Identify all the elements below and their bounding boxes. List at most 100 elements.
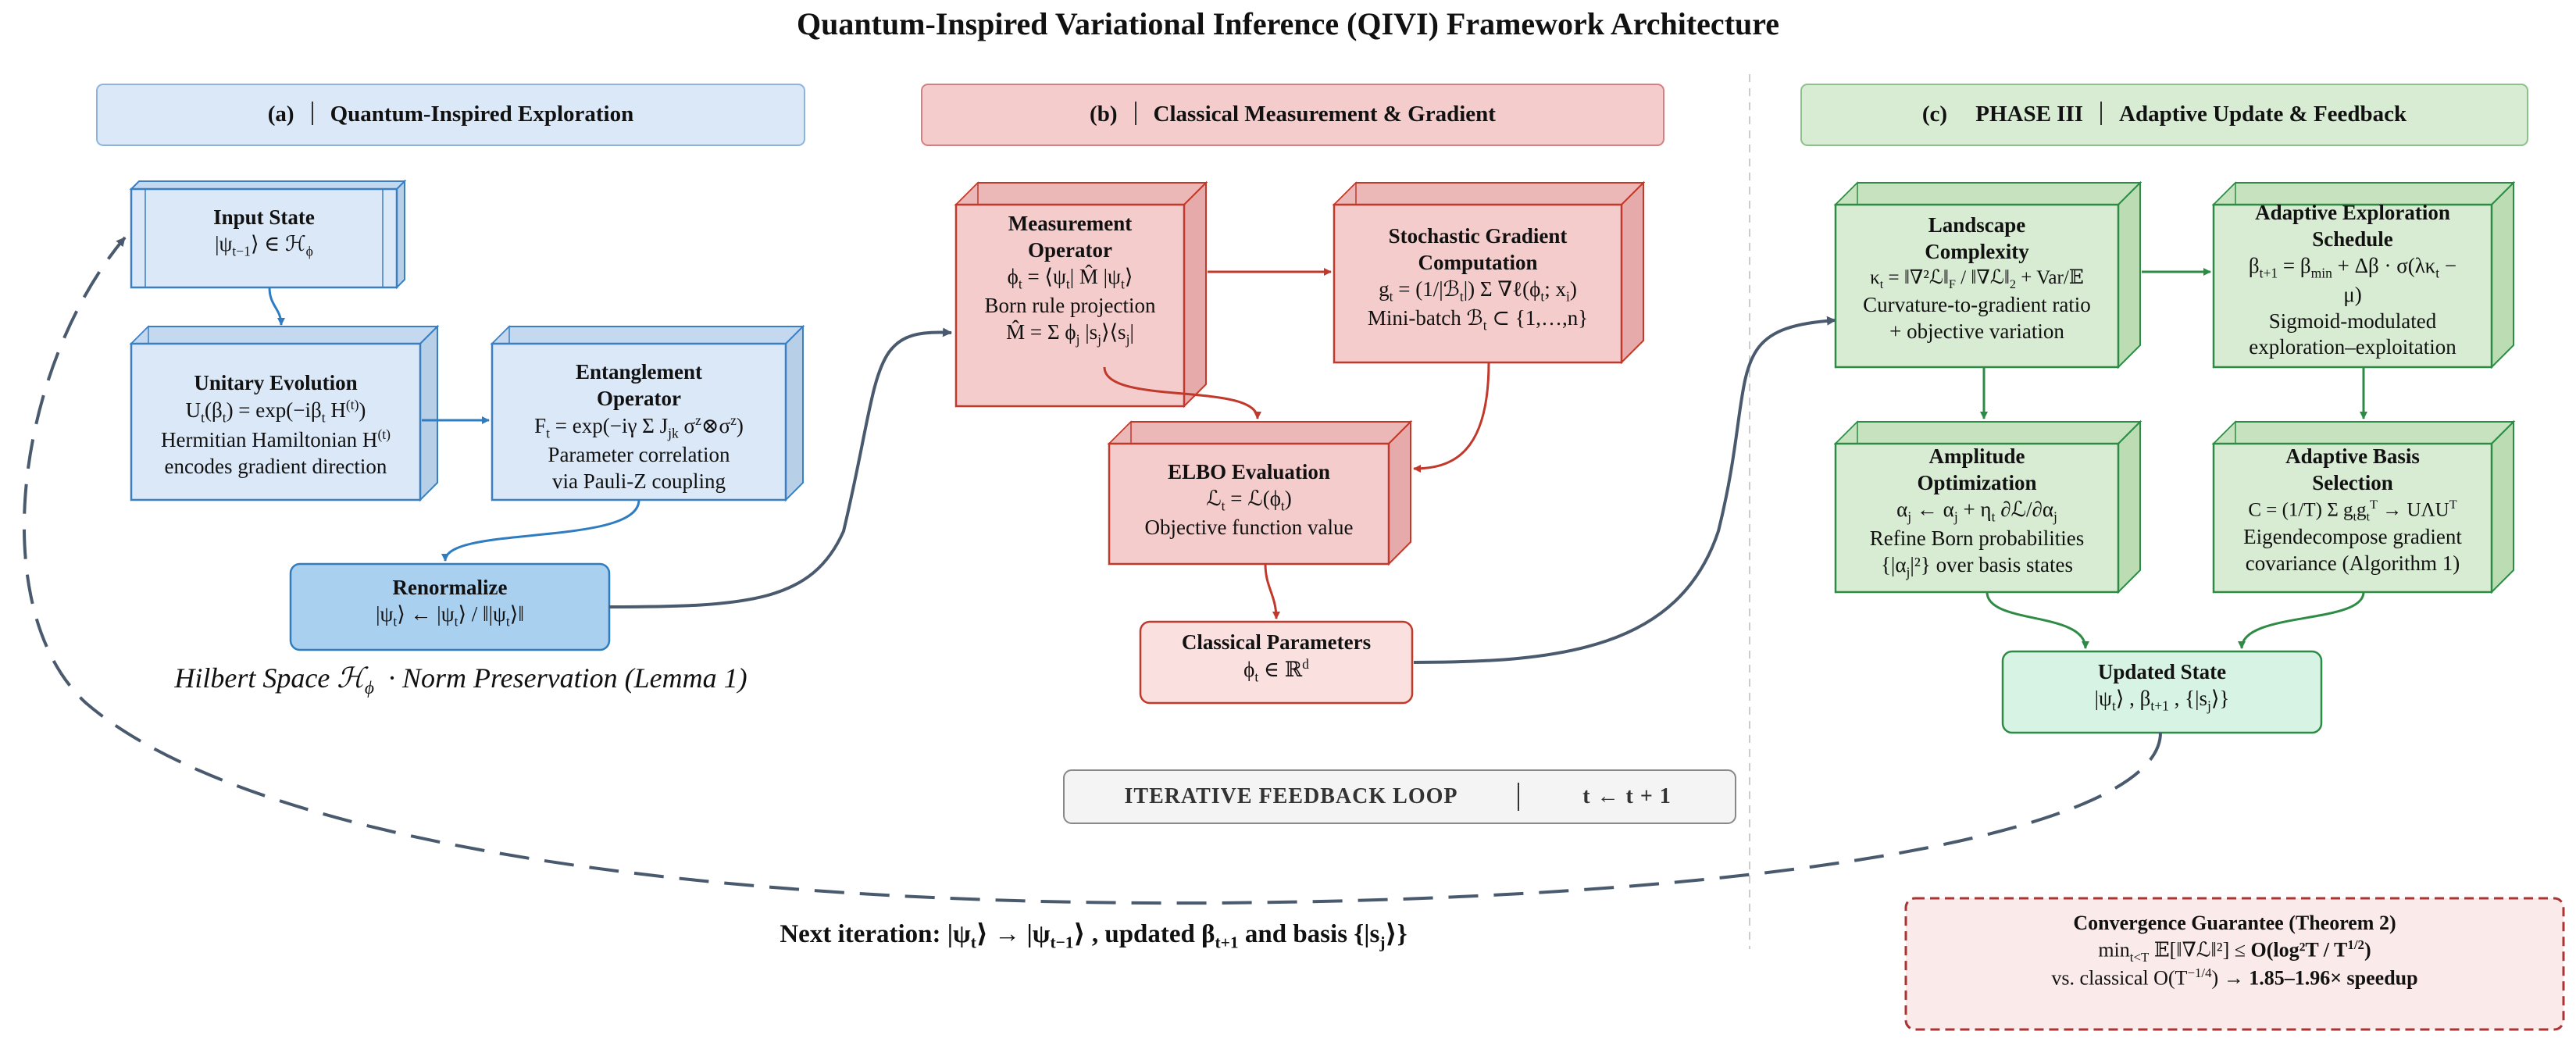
updated-state-text: Updated State |ψt⟩ , βt+1 , {|sj⟩} xyxy=(2003,659,2321,715)
arrow-params-to-landscape xyxy=(1413,316,1836,664)
entanglement-formula: Ft = exp(−iγ Σ Jjk σz⊗σz) xyxy=(534,412,744,441)
box-adaptive-basis xyxy=(2211,419,2516,594)
basis-title-1: Adaptive Basis xyxy=(2285,444,2420,468)
elbo-desc: Objective function value xyxy=(1144,516,1354,540)
section-c-header xyxy=(1800,84,2528,146)
amplitude-desc-2: {|αj|²} over basis states xyxy=(1880,552,2074,580)
convergence-line-2: vs. classical O(T−1/4) → 1.85–1.96× spee… xyxy=(2051,965,2418,990)
basis-formula: C = (1/T) Σ gtgtT → UΛUT xyxy=(2248,497,2457,523)
entanglement-title-1: Entanglement xyxy=(576,360,702,384)
arrow-feedback-loop xyxy=(23,236,2162,905)
basis-text: Adaptive Basis Selection C = (1/T) Σ gtg… xyxy=(2214,444,2492,577)
landscape-title-1: Landscape xyxy=(1928,213,2026,237)
section-b-tag: (b) xyxy=(1090,102,1118,127)
elbo-formula: ℒt = ℒ(ϕt) xyxy=(1206,486,1292,514)
renormalize-formula: |ψt⟩ ← |ψt⟩ / ‖|ψt⟩‖ xyxy=(376,601,524,630)
arrow-basis-to-updated xyxy=(2238,591,2365,649)
sgd-formula: gt = (1/|ℬt|) Σ ∇ℓ(ϕt; xi) xyxy=(1379,277,1577,304)
sgd-minibatch: Mini-batch ℬt ⊂ {1,…,n} xyxy=(1367,305,1589,334)
sgd-text: Stochastic Gradient Computation gt = (1/… xyxy=(1334,223,1622,334)
landscape-desc-1: Curvature-to-gradient ratio xyxy=(1863,292,2091,316)
classical-params-title: Classical Parameters xyxy=(1181,630,1372,654)
exploration-desc-1: Sigmoid-modulated xyxy=(2268,309,2437,333)
arrow-renormalize-to-measurement xyxy=(608,327,952,608)
entanglement-text: Entanglement Operator Ft = exp(−iγ Σ Jjk… xyxy=(492,359,786,494)
box-unitary-evolution xyxy=(129,324,440,502)
exploration-title-1: Adaptive Exploration xyxy=(2255,201,2450,224)
entanglement-title-2: Operator xyxy=(597,386,681,410)
box-classical-parameters xyxy=(1139,620,1414,705)
section-b-label: Classical Measurement & Gradient xyxy=(1153,102,1496,127)
arrow-amplitude-to-updated xyxy=(1986,591,2089,649)
measurement-title-2: Operator xyxy=(1028,237,1112,262)
unitary-desc-2: encodes gradient direction xyxy=(164,454,387,478)
amplitude-formula: αj ← αj + ηt ∂ℒ/∂αj xyxy=(1896,497,2057,524)
loop-label-right: t ← t + 1 xyxy=(1582,784,1672,808)
basis-title-2: Selection xyxy=(2312,470,2393,494)
classical-params-text: Classical Parameters ϕt ∈ ℝd xyxy=(1140,630,1412,686)
section-c-label: Adaptive Update & Feedback xyxy=(2119,102,2407,127)
exploration-formula: βt+1 = βmin + Δβ · σ(λκt − xyxy=(2248,253,2457,280)
arrow-measurement-to-elbo xyxy=(1103,366,1261,419)
exploration-formula-2: μ) xyxy=(2343,282,2362,306)
convergence-title: Convergence Guarantee (Theorem 2) xyxy=(2073,912,2396,934)
box-input-state xyxy=(129,179,407,290)
section-c-header-text: (c) PHASE III Adaptive Update & Feedback xyxy=(1801,100,2528,128)
updated-state-title: Updated State xyxy=(2097,660,2227,683)
basis-desc-1: Eigendecompose gradient xyxy=(2243,525,2462,549)
arrow-sgd-to-elbo xyxy=(1413,362,1490,473)
section-a-separator xyxy=(311,102,313,125)
classical-params-formula: ϕt ∈ ℝd xyxy=(1243,655,1309,685)
arrow-elbo-to-params xyxy=(1264,563,1280,619)
elbo-text: ELBO Evaluation ℒt = ℒ(ϕt) Objective fun… xyxy=(1109,459,1389,541)
updated-state-formula: |ψt⟩ , βt+1 , {|sj⟩} xyxy=(2094,686,2230,714)
loop-label-left: ITERATIVE FEEDBACK LOOP xyxy=(1124,784,1458,808)
hilbert-footnote: Hilbert Space ℋϕ · Norm Preservation (Le… xyxy=(174,662,747,699)
page-title: Quantum-Inspired Variational Inference (… xyxy=(796,6,1780,41)
section-a-header xyxy=(96,84,805,146)
section-b-separator xyxy=(1134,102,1136,125)
measurement-desc: Born rule projection xyxy=(984,293,1156,317)
section-c-tag: (c) xyxy=(1921,102,1947,127)
measurement-formula: ϕt = ⟨ψt| M̂ |ψt⟩ xyxy=(1007,264,1133,291)
exploration-title-2: Schedule xyxy=(2312,227,2393,251)
box-elbo-evaluation xyxy=(1107,419,1413,566)
sgd-title-2: Computation xyxy=(1418,250,1538,274)
section-c-separator xyxy=(2100,102,2103,125)
exploration-text: Adaptive Exploration Schedule βt+1 = βmi… xyxy=(2214,200,2492,361)
measurement-projector: M̂ = Σ ϕj |sj⟩⟨sj| xyxy=(1006,319,1134,347)
amplitude-desc-1: Refine Born probabilities xyxy=(1869,526,2085,550)
box-stochastic-gradient xyxy=(1332,180,1646,365)
unitary-formula: Ut(βt) = exp(−iβt H(t)) xyxy=(185,396,366,426)
input-state-text: Input State |ψt−1⟩ ∈ ℋϕ xyxy=(131,205,397,260)
unitary-text: Unitary Evolution Ut(βt) = exp(−iβt H(t)… xyxy=(131,370,420,480)
section-b-header xyxy=(921,84,1664,146)
entanglement-desc-2: via Pauli-Z coupling xyxy=(552,469,726,493)
measurement-title-1: Measurement xyxy=(1008,212,1133,235)
amplitude-title-1: Amplitude xyxy=(1928,444,2025,468)
section-a-label: Quantum-Inspired Exploration xyxy=(330,102,634,127)
box-adaptive-exploration xyxy=(2211,180,2516,369)
convergence-text: Convergence Guarantee (Theorem 2) mint<T… xyxy=(1906,911,2564,992)
landscape-desc-2: + objective variation xyxy=(1889,319,2064,343)
convergence-line-1: mint<T 𝔼[‖∇ℒ‖²] ≤ O(log²T / T1/2) xyxy=(2098,937,2371,965)
arrow-input-to-unitary xyxy=(268,287,285,326)
section-c-phase: PHASE III xyxy=(1975,102,2084,127)
section-b-header-text: (b) Classical Measurement & Gradient xyxy=(922,100,1664,128)
landscape-text: Landscape Complexity κt = ‖∇²ℒ‖F / ‖∇ℒ‖2… xyxy=(1836,212,2118,344)
arrow-entanglement-to-renormalize xyxy=(441,499,640,562)
exploration-desc-2: exploration–exploitation xyxy=(2249,335,2456,359)
next-iteration-text: Next iteration: |ψt⟩ → |ψt−1⟩ , updated … xyxy=(780,920,1408,952)
input-state-title: Input State xyxy=(213,205,315,229)
elbo-title: ELBO Evaluation xyxy=(1168,460,1330,484)
box-landscape-complexity xyxy=(1833,180,2143,369)
section-a-header-text: (a)Quantum-Inspired Exploration xyxy=(97,100,805,128)
box-entanglement-operator xyxy=(490,324,805,502)
renormalize-text: Renormalize |ψt⟩ ← |ψt⟩ / ‖|ψt⟩‖ xyxy=(291,575,609,630)
input-state-line: |ψt−1⟩ ∈ ℋϕ xyxy=(215,231,313,259)
iterative-loop-badge xyxy=(1063,769,1736,824)
unitary-title: Unitary Evolution xyxy=(194,371,358,394)
renormalize-title: Renormalize xyxy=(392,576,508,599)
measurement-text: Measurement Operator ϕt = ⟨ψt| M̂ |ψt⟩ B… xyxy=(956,211,1184,348)
amplitude-title-2: Optimization xyxy=(1917,470,2037,494)
